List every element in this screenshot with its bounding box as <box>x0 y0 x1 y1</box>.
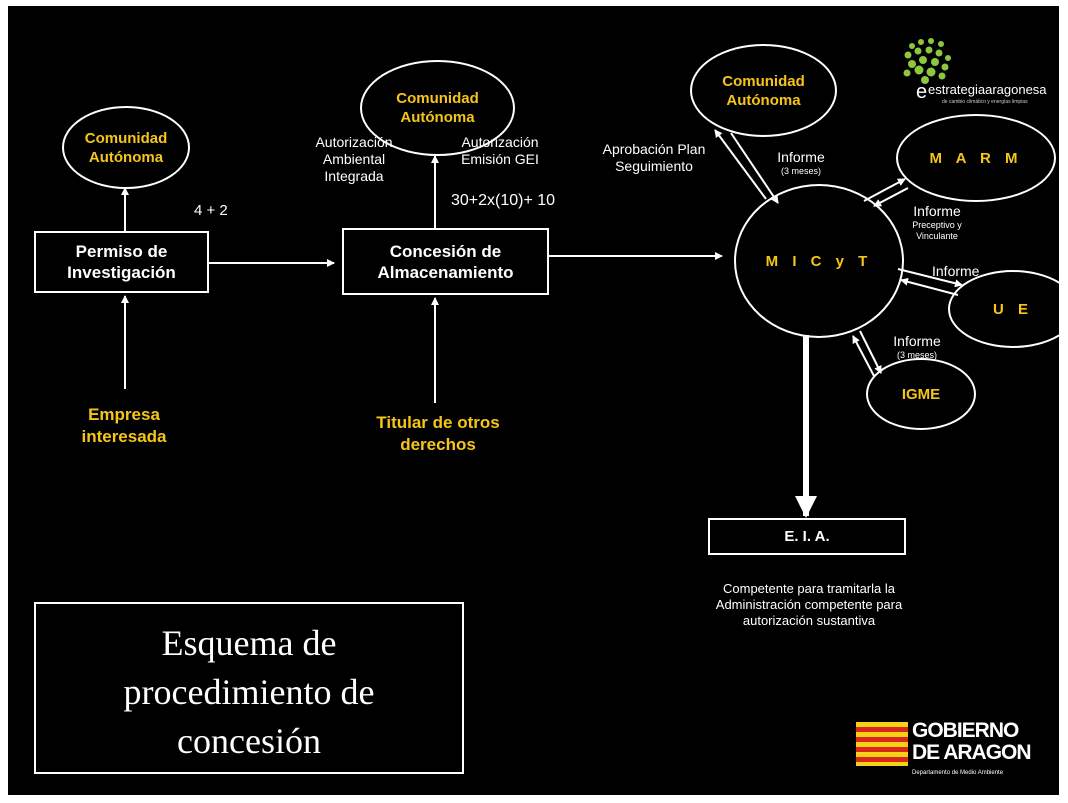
empresa-interesada-label: Empresa interesada <box>64 404 184 448</box>
comunidad-autonoma-mid-label: Comunidad Autónoma <box>396 90 479 126</box>
concesion-almacenamiento-label: Concesión de Almacenamiento <box>377 241 514 282</box>
estrategia-text: estrategiaaragonesa <box>928 82 1047 97</box>
eia-box: E. I. A. <box>708 518 906 555</box>
autorizacion-ambiental-label: Autorización Ambiental Integrada <box>315 134 393 184</box>
informe-ca-note: (3 meses) <box>780 166 821 176</box>
marm-node: M A R M <box>896 114 1056 202</box>
informe-marm-note: Preceptivo y Vinculante <box>912 220 962 241</box>
informe-igme-note: (3 meses) <box>896 350 937 360</box>
eia-label: E. I. A. <box>784 528 830 545</box>
informe-ca-text: Informe <box>777 149 825 165</box>
informe-marm-text: Informe <box>913 203 961 219</box>
gobierno-dept: Departamento de Medio Ambiente <box>912 770 1004 776</box>
arrow-marm-to-micyt <box>873 187 909 207</box>
permiso-investigacion-label: Permiso de Investigación <box>67 242 176 282</box>
informe-marm-label: Informe Preceptivo y Vinculante <box>894 203 980 242</box>
aragon-flag-icon <box>856 722 908 766</box>
comunidad-autonoma-mid-node: Comunidad Autónoma <box>360 60 515 156</box>
concesion-almacenamiento-box: Concesión de Almacenamiento <box>342 228 549 295</box>
micyt-label: M I C y T <box>765 252 873 270</box>
plazo-concesion-label: 30+2x(10)+ 10 <box>451 192 556 209</box>
igme-label: IGME <box>901 385 941 403</box>
aprobacion-plan-label: Aprobación Plan Seguimiento <box>602 141 706 174</box>
svg-text:e: e <box>916 81 927 103</box>
gobierno-line2: DE ARAGON <box>912 741 1032 764</box>
arrow-ca-to-micyt <box>730 132 779 204</box>
igme-node: IGME <box>866 358 976 430</box>
informe-ue-label: Informe <box>932 263 980 279</box>
titular-otros-derechos-label: Titular de otros derechos <box>348 412 528 456</box>
gobierno-line1: GOBIERNO <box>912 719 1019 742</box>
slide: Comunidad Autónoma Comunidad Autónoma Co… <box>8 6 1059 795</box>
arrow-micyt-to-marm <box>863 178 906 202</box>
autorizacion-emision-label: Autorización Emisión GEI <box>461 134 539 167</box>
permiso-investigacion-box: Permiso de Investigación <box>34 231 209 293</box>
empresa-interesada-text: Empresa interesada <box>81 405 167 446</box>
informe-ca-label: Informe (3 meses) <box>766 149 836 177</box>
comunidad-autonoma-right-label: Comunidad Autónoma <box>722 72 805 109</box>
micyt-node: M I C y T <box>734 184 904 338</box>
ue-label: U E <box>992 300 1033 318</box>
marm-label: M A R M <box>929 149 1023 167</box>
plazo-permiso-label: 4 + 2 <box>194 202 228 219</box>
estrategia-dots-graphic: e <box>903 38 951 103</box>
informe-igme-label: Informe (3 meses) <box>882 333 952 361</box>
gobierno-aragon-logo: GOBIERNO DE ARAGON Departamento de Medio… <box>856 720 1056 786</box>
comunidad-autonoma-left-label: Comunidad Autónoma <box>84 129 168 166</box>
arrow-igme-to-micyt <box>852 335 875 377</box>
informe-igme-text: Informe <box>893 333 941 349</box>
slide-title-box: Esquema de procedimiento de concesión <box>34 602 464 774</box>
connectors <box>121 129 963 518</box>
slide-title: Esquema de procedimiento de concesión <box>123 623 375 761</box>
comunidad-autonoma-right-node: Comunidad Autónoma <box>690 44 837 137</box>
competente-note: Competente para tramitarla la Administra… <box>715 581 903 628</box>
ue-node: U E <box>948 270 1059 348</box>
estrategia-aragonesa-logo: e estrategiaaragonesa de cambio climátic… <box>894 32 1054 122</box>
arrow-micyt-to-ca <box>714 129 767 200</box>
arrow-micyt-to-ue <box>897 268 963 288</box>
estrategia-subtext: de cambio climático y energías limpias <box>942 99 1028 105</box>
comunidad-autonoma-left-node: Comunidad Autónoma <box>62 106 190 189</box>
arrow-ue-to-micyt <box>900 277 959 296</box>
titular-otros-derechos-text: Titular de otros derechos <box>376 413 500 454</box>
arrow-micyt-to-igme <box>859 330 882 374</box>
